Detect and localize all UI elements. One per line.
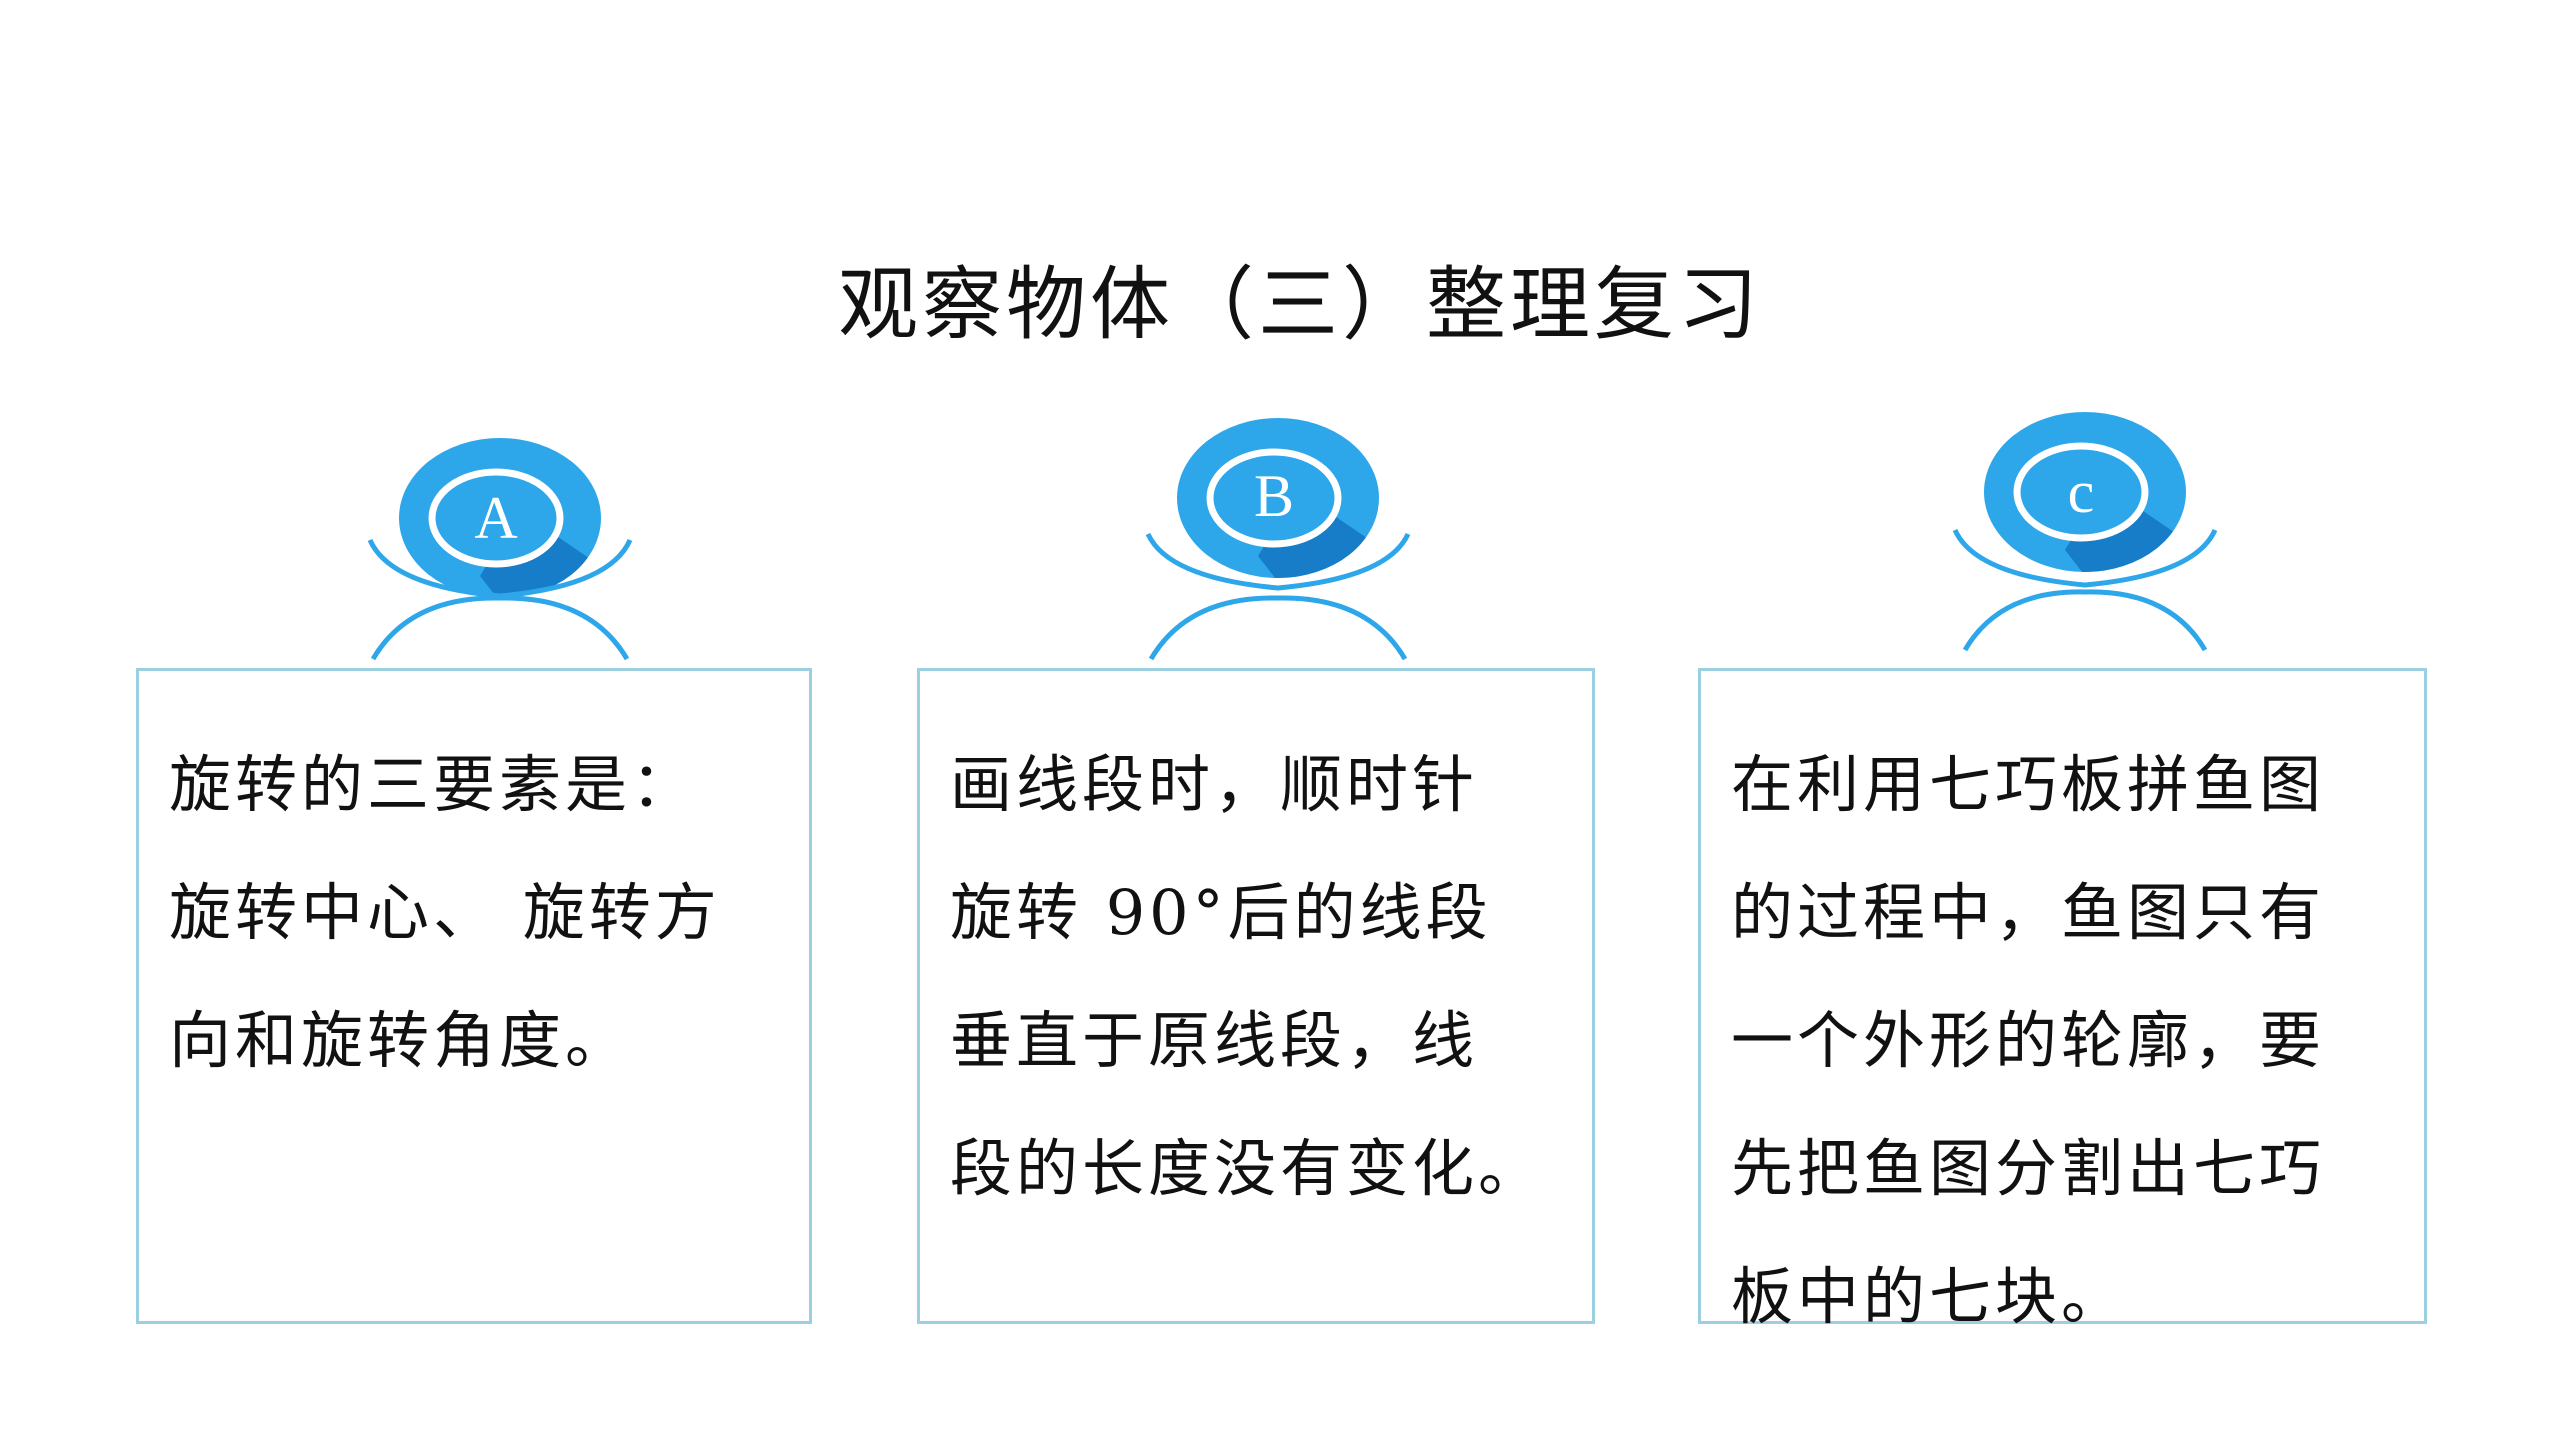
badge-a-emblem-icon: [367, 438, 633, 661]
card-c-text: 在利用七巧板拼鱼图 的过程中，鱼图只有 一个外形的轮廓，要 先把鱼图分割出七巧 …: [1731, 721, 2414, 1361]
card-a-line: 旋转的三要素是：: [169, 748, 698, 821]
badge-b: B: [1145, 416, 1418, 676]
slide-title: 观察物体（三）整理复习: [838, 258, 1762, 351]
badge-c: c: [1952, 410, 2225, 670]
card-b: 画线段时，顺时针 旋转 90°后的线段 垂直于原线段，线 段的长度没有变化。: [917, 668, 1595, 1324]
badge-c-emblem-icon: [1952, 412, 2218, 652]
card-b-text: 画线段时，顺时针 旋转 90°后的线段 垂直于原线段，线 段的长度没有变化。: [950, 721, 1582, 1233]
card-c-line: 板中的七块。: [1731, 1260, 2128, 1333]
badge-b-emblem-icon: [1145, 418, 1411, 661]
card-a-line: 向和旋转角度。: [169, 1004, 632, 1077]
card-a-line: 旋转中心、 旋转方: [169, 876, 721, 949]
card-a: 旋转的三要素是： 旋转中心、 旋转方 向和旋转角度。: [136, 668, 812, 1324]
card-c-line: 的过程中，鱼图只有: [1731, 876, 2326, 949]
badge-a-letter: A: [474, 485, 518, 551]
card-c-line: 一个外形的轮廓，要: [1731, 1004, 2326, 1077]
card-b-line: 段的长度没有变化。: [950, 1132, 1545, 1205]
badge-c-letter: c: [2067, 459, 2095, 525]
card-c-line: 先把鱼图分割出七巧: [1731, 1132, 2326, 1205]
badge-b-letter: B: [1253, 463, 1295, 529]
card-b-line: 旋转 90°后的线段: [950, 876, 1492, 949]
card-b-line: 画线段时，顺时针: [950, 748, 1479, 821]
card-c: 在利用七巧板拼鱼图 的过程中，鱼图只有 一个外形的轮廓，要 先把鱼图分割出七巧 …: [1698, 668, 2427, 1333]
card-a-text: 旋转的三要素是： 旋转中心、 旋转方 向和旋转角度。: [169, 721, 799, 1105]
badge-a: A: [367, 436, 640, 696]
card-b-line: 垂直于原线段，线: [950, 1004, 1479, 1077]
card-c-line: 在利用七巧板拼鱼图: [1731, 748, 2326, 821]
